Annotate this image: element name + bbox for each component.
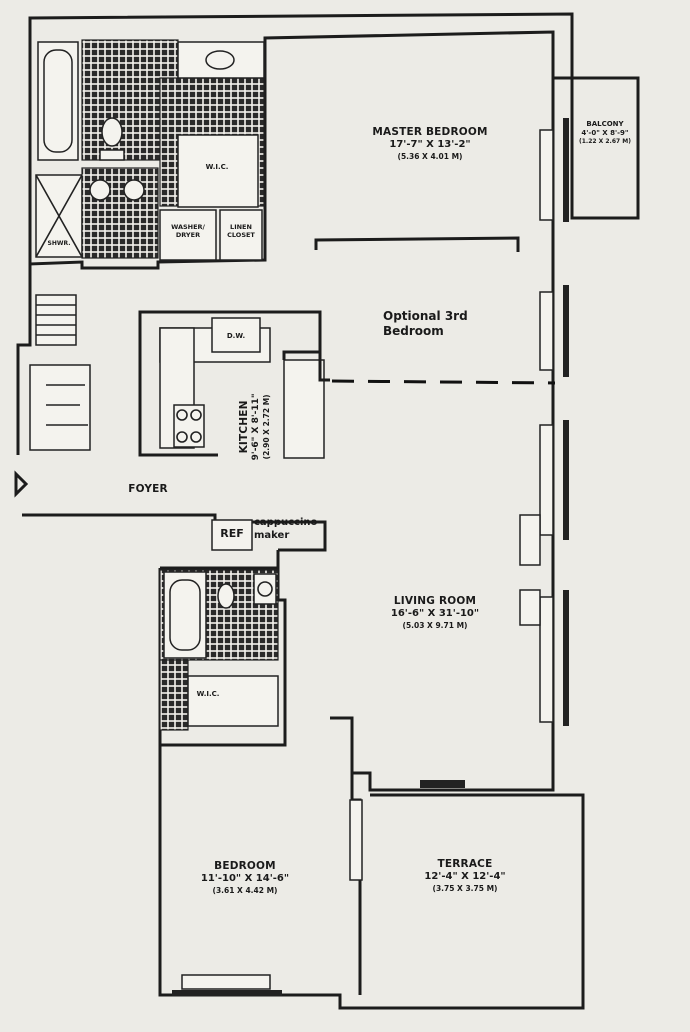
foyer-details xyxy=(14,294,91,498)
master-bath xyxy=(35,39,265,261)
bedroom-label: BEDROOM 11'-10" X 14'-6" (3.61 X 4.42 M) xyxy=(180,860,310,895)
entry-arrow-icon[interactable] xyxy=(14,470,29,498)
kitchen-dim: 9'-6" X 8'-11" xyxy=(251,393,262,461)
living-room-name: LIVING ROOM xyxy=(393,595,477,607)
foyer-label: FOYER xyxy=(128,483,168,495)
living-room-dim: 16'-6" X 31'-10" xyxy=(390,608,480,620)
dishwasher-label: D.W. xyxy=(226,332,246,340)
balcony-label: BALCONY 4'-0" X 8'-9" (1.22 X 2.67 M) xyxy=(570,120,640,145)
linen-closet-label: LINEN CLOSET xyxy=(227,223,255,240)
master-bedroom-name: MASTER BEDROOM xyxy=(372,126,488,138)
master-wic-label: W.I.C. xyxy=(205,163,229,171)
second-bath xyxy=(159,569,287,747)
balcony-dim: 4'-0" X 8'-9" xyxy=(581,128,629,137)
bedroom-dim: 11'-10" X 14'-6" xyxy=(200,873,290,885)
bedroom-wic-label: W.I.C. xyxy=(196,690,220,698)
cappuccino-label: cappuccino maker xyxy=(254,517,318,541)
ref-label: REF xyxy=(220,527,244,540)
master-bedroom-metric: (5.36 X 4.01 M) xyxy=(397,151,463,161)
windows xyxy=(172,118,569,996)
terrace-label: TERRACE 12'-4" X 12'-4" (3.75 X 3.75 M) xyxy=(400,858,530,893)
optional-bedroom-line2: Bedroom xyxy=(383,324,444,338)
terrace-dim: 12'-4" X 12'-4" xyxy=(424,871,506,883)
kitchen-metric: (2.90 X 2.72 M) xyxy=(262,394,272,460)
optional-bedroom-label: Optional 3rd Bedroom xyxy=(383,309,468,339)
living-room-label: LIVING ROOM 16'-6" X 31'-10" (5.03 X 9.7… xyxy=(360,595,510,630)
living-room-metric: (5.03 X 9.71 M) xyxy=(402,620,468,630)
bedroom-metric: (3.61 X 4.42 M) xyxy=(212,885,278,895)
ref-area xyxy=(211,519,253,551)
balcony-name: BALCONY xyxy=(586,120,624,128)
shower-label: SHWR. xyxy=(47,240,71,247)
master-bedroom-dim: 17'-7" X 13'-2" xyxy=(389,139,471,151)
master-bedroom-label: MASTER BEDROOM 17'-7" X 13'-2" (5.36 X 4… xyxy=(350,126,510,161)
terrace-metric: (3.75 X 3.75 M) xyxy=(432,883,498,893)
optional-bedroom-line1: Optional 3rd xyxy=(383,309,468,323)
bedroom-name: BEDROOM xyxy=(214,860,276,872)
optional-wall-dashed xyxy=(331,379,556,385)
washer-dryer-label: WASHER/ DRYER xyxy=(171,223,205,240)
balcony-outline xyxy=(570,76,640,220)
kitchen-name: KITCHEN xyxy=(238,400,251,454)
kitchen-layout xyxy=(138,310,330,459)
terrace-name: TERRACE xyxy=(437,858,493,870)
kitchen-label: KITCHEN 9'-6" X 8'-11" (2.90 X 2.72 M) xyxy=(238,372,272,482)
balcony-metric: (1.22 X 2.67 M) xyxy=(579,137,631,145)
